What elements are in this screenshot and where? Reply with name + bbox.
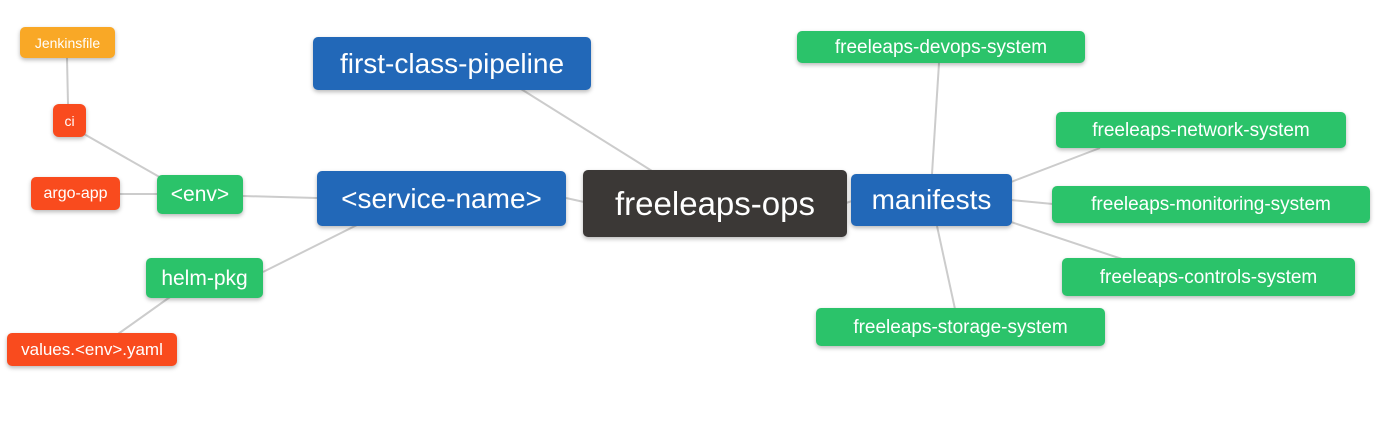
node-values-env-yaml[interactable]: values.<env>.yaml [7, 333, 177, 366]
edge-service-name-ops [565, 197, 585, 203]
node-jenkinsfile[interactable]: Jenkinsfile [20, 27, 115, 58]
node-env[interactable]: <env> [157, 175, 243, 214]
edge-helm-pkg-values [117, 296, 171, 335]
node-service-name[interactable]: <service-name> [317, 171, 566, 226]
node-freeleaps-ops[interactable]: freeleaps-ops [583, 170, 847, 237]
edge-helm-pkg-service-name [262, 224, 358, 273]
node-network-system[interactable]: freeleaps-network-system [1056, 112, 1346, 148]
edge-manifests-monitoring [1010, 199, 1054, 205]
edge-jenkinsfile-ci [66, 57, 69, 105]
node-storage-system[interactable]: freeleaps-storage-system [816, 308, 1105, 346]
node-controls-system[interactable]: freeleaps-controls-system [1062, 258, 1355, 296]
edge-manifests-controls [1010, 221, 1123, 260]
node-helm-pkg[interactable]: helm-pkg [146, 258, 263, 298]
edge-manifests-storage [936, 225, 956, 310]
edge-manifests-network [1010, 147, 1101, 183]
edge-env-service-name [242, 195, 318, 199]
edge-first-class-ops [520, 88, 653, 172]
node-argo-app[interactable]: argo-app [31, 177, 120, 210]
node-manifests[interactable]: manifests [851, 174, 1012, 226]
node-ci[interactable]: ci [53, 104, 86, 137]
node-first-class-pipeline[interactable]: first-class-pipeline [313, 37, 591, 90]
node-devops-system[interactable]: freeleaps-devops-system [797, 31, 1085, 63]
edge-manifests-devops [931, 62, 940, 175]
edge-ci-env [83, 133, 164, 180]
node-monitoring-system[interactable]: freeleaps-monitoring-system [1052, 186, 1370, 223]
